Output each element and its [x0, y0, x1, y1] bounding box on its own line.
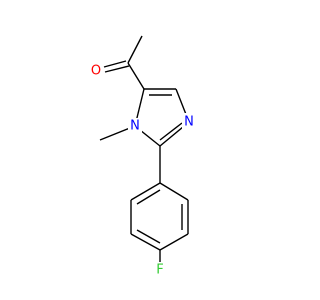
- bond-phenyl-1: [159, 182, 189, 201]
- bond-phenyl-3: [159, 233, 189, 251]
- bond-carbonyl-oxygen-b: [104, 65, 130, 73]
- molecule-canvas: O N N F: [90, 35, 194, 278]
- atom-oxygen: O: [91, 64, 101, 79]
- bond-phenyl-4-inner: [136, 229, 161, 244]
- bond-ring-n3-c2-inner: [159, 122, 183, 141]
- bond-phenyl-4: [130, 233, 161, 251]
- bond-methyl-carbonyl: [127, 35, 143, 64]
- bond-carbonyl-oxygen-a: [103, 60, 127, 68]
- atom-nitrogen-methyl: N: [130, 119, 140, 134]
- atom-nitrogen-ring: N: [184, 115, 194, 130]
- structure-diagram: O N N F: [90, 35, 194, 278]
- atom-fluorine: F: [156, 263, 163, 278]
- bond-phenyl-6-inner: [136, 189, 161, 205]
- bond-phenyl-6: [130, 182, 161, 201]
- bond-carbonyl-ring: [127, 62, 145, 90]
